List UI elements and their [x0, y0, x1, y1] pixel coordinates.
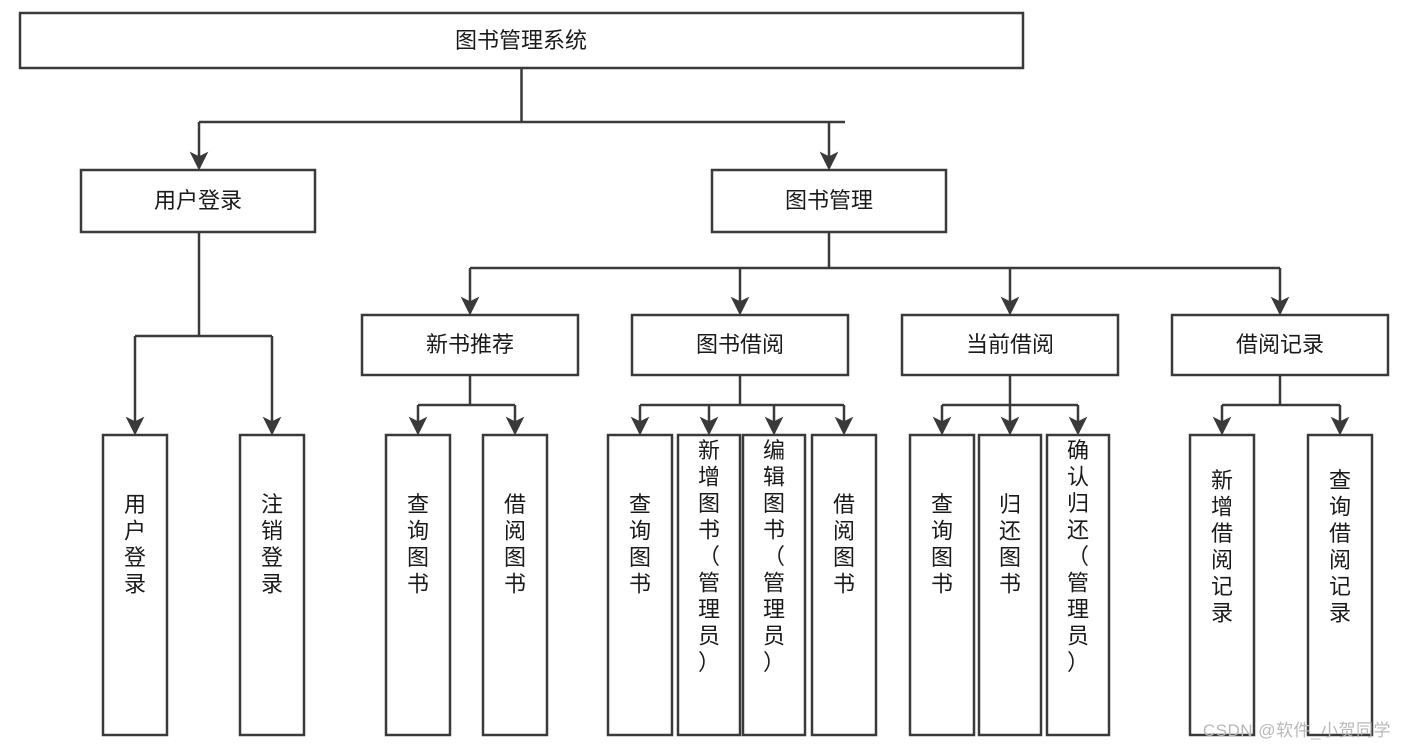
node-book-management-label: 图书管理 [785, 188, 873, 213]
node-book-borrow-label: 图书借阅 [696, 332, 784, 357]
node-leaf-borrow-book-1-label: 借阅图书 [504, 492, 526, 597]
link-current-bus [942, 375, 1078, 407]
node-borrow-record-label: 借阅记录 [1236, 332, 1324, 357]
node-current-borrow[interactable]: 当前借阅 [900, 313, 1120, 377]
node-leaf-confirm-return-admin-label: 确认归还（管理员） [1067, 438, 1089, 675]
node-leaf-query-book-1-label: 查询图书 [407, 492, 429, 597]
node-current-borrow-label: 当前借阅 [966, 332, 1054, 357]
node-leaf-query-book-2-label: 查询图书 [629, 492, 651, 597]
node-root-label: 图书管理系统 [455, 28, 587, 53]
node-leaf-query-book-1[interactable]: 查询图书 [384, 433, 452, 737]
node-root[interactable]: 图书管理系统 [18, 11, 1025, 70]
node-leaf-return-book-label: 归还图书 [999, 492, 1021, 597]
link-record-bus [1222, 375, 1340, 407]
node-leaf-add-book-admin-label: 新增图书（管理员） [698, 438, 720, 675]
node-borrow-record[interactable]: 借阅记录 [1170, 313, 1390, 377]
node-leaf-edit-book-admin-label: 编辑图书（管理员） [763, 438, 785, 675]
node-leaf-logout-label: 注销登录 [261, 492, 283, 597]
link-borrow-bus [640, 375, 844, 407]
node-book-borrow[interactable]: 图书借阅 [630, 313, 850, 377]
node-leaf-borrow-book-2-label: 借阅图书 [833, 492, 855, 597]
node-leaf-query-borrow-record[interactable]: 查询借阅记录 [1306, 433, 1374, 737]
node-user-login-label: 用户登录 [154, 188, 242, 213]
node-leaf-query-book-3-label: 查询图书 [931, 492, 953, 597]
link-root-bus [199, 68, 845, 124]
node-leaf-query-borrow-record-label: 查询借阅记录 [1329, 468, 1351, 626]
node-book-management[interactable]: 图书管理 [710, 168, 948, 234]
node-leaf-user-login[interactable]: 用户登录 [101, 433, 169, 737]
node-leaf-user-login-label: 用户登录 [124, 492, 146, 597]
node-leaf-return-book[interactable]: 归还图书 [977, 433, 1043, 737]
node-new-book-recommend[interactable]: 新书推荐 [360, 313, 580, 377]
node-leaf-logout[interactable]: 注销登录 [238, 433, 306, 737]
node-user-login[interactable]: 用户登录 [79, 168, 317, 234]
node-leaf-borrow-book-2[interactable]: 借阅图书 [810, 433, 878, 737]
node-leaf-add-borrow-record[interactable]: 新增借阅记录 [1188, 433, 1256, 737]
node-leaf-query-book-2[interactable]: 查询图书 [606, 433, 674, 737]
node-new-book-recommend-label: 新书推荐 [426, 332, 514, 357]
link-login-bus [135, 232, 272, 338]
node-leaf-confirm-return-admin[interactable]: 确认归还（管理员） [1045, 433, 1111, 737]
link-bookmgmt-bus [470, 232, 1280, 270]
node-leaf-add-borrow-record-label: 新增借阅记录 [1211, 468, 1233, 626]
node-leaf-borrow-book-1[interactable]: 借阅图书 [481, 433, 549, 737]
node-leaf-add-book-admin[interactable]: 新增图书（管理员） [676, 433, 742, 737]
node-leaf-edit-book-admin[interactable]: 编辑图书（管理员） [741, 433, 807, 737]
connector-layer [125, 68, 1350, 436]
node-leaf-query-book-3[interactable]: 查询图书 [908, 433, 976, 737]
link-newbook-bus [418, 375, 515, 407]
